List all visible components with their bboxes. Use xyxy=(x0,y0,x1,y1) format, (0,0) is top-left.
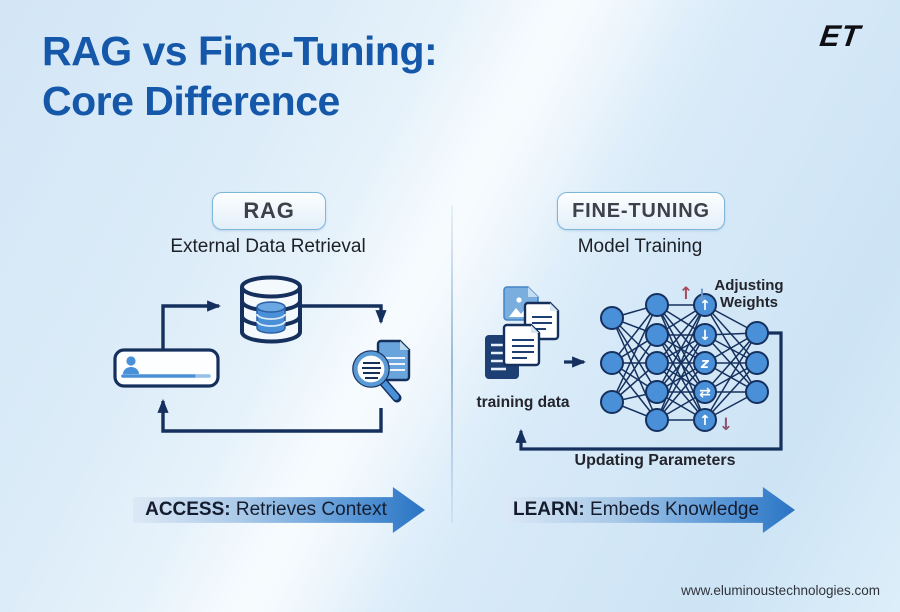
page-title-line1: RAG vs Fine-Tuning: xyxy=(42,28,438,74)
training-data-label: training data xyxy=(476,394,570,411)
search-document-icon xyxy=(352,339,411,403)
neural-network-edges xyxy=(611,304,758,421)
rag-subtitle: External Data Retrieval xyxy=(170,236,366,257)
inner-database-icon xyxy=(256,301,286,334)
learn-banner-text: Embeds Knowledge xyxy=(584,499,760,520)
magnifier-icon xyxy=(352,350,402,403)
network-node xyxy=(693,351,717,375)
user-icon xyxy=(123,356,139,374)
network-node xyxy=(600,306,624,330)
weight-up-arrow-icon: ↑ xyxy=(679,284,693,304)
website-url: www.eluminoustechnologies.com xyxy=(681,583,880,598)
fine-tuning-diagram: ↑ ↓ z ⇄ ↑ ↑ ↓ ↓ xyxy=(485,284,783,451)
network-node xyxy=(693,323,717,347)
page-title: RAG vs Fine-Tuning: Core Difference xyxy=(42,26,438,126)
network-node xyxy=(600,390,624,414)
company-logo: ET xyxy=(817,20,863,53)
weight-down-arrow-icon: ↓ xyxy=(695,286,709,306)
up-arrow-icon: ↑ xyxy=(699,298,711,314)
updating-parameters-label: Updating Parameters xyxy=(574,452,736,469)
rag-flow-arrows xyxy=(157,300,387,433)
page-title-line2: Core Difference xyxy=(42,78,340,125)
network-node xyxy=(645,293,669,317)
network-node xyxy=(600,351,624,375)
access-banner: ACCESS: Retrieves Context xyxy=(133,487,425,533)
access-banner-keyword: ACCESS: xyxy=(145,499,231,520)
network-node xyxy=(693,408,717,432)
network-node xyxy=(745,321,769,345)
network-node xyxy=(645,380,669,404)
database-icon xyxy=(240,275,302,344)
fine-tuning-badge: FINE-TUNING xyxy=(557,192,725,230)
learn-banner-keyword: LEARN: xyxy=(512,499,585,520)
neural-network-nodes xyxy=(600,293,769,432)
fine-tuning-subtitle: Model Training xyxy=(577,236,703,257)
rag-badge: RAG xyxy=(212,192,326,230)
user-input-box xyxy=(113,348,220,388)
network-node xyxy=(693,380,717,404)
z-weight-icon: z xyxy=(700,356,710,372)
adjusting-weights-label: Adjusting Weights xyxy=(714,277,784,312)
bottom-down-arrow-icon: ↓ xyxy=(719,415,733,435)
up-arrow-icon: ↑ xyxy=(699,413,711,429)
weight-node-glyphs: ↑ ↓ z ⇄ ↑ xyxy=(699,298,711,429)
white-document-icon-front xyxy=(502,323,541,367)
network-node xyxy=(645,351,669,375)
document-stack-icon xyxy=(485,286,560,379)
access-banner-text: Retrieves Context xyxy=(230,499,387,520)
swap-arrow-icon: ⇄ xyxy=(699,385,711,401)
network-node xyxy=(645,323,669,347)
network-node xyxy=(693,293,717,317)
network-node xyxy=(745,351,769,375)
network-node xyxy=(745,380,769,404)
network-node xyxy=(645,408,669,432)
learn-banner: LEARN: Embeds Knowledge xyxy=(503,487,795,533)
down-arrow-icon: ↓ xyxy=(699,328,711,344)
panel-divider xyxy=(451,205,453,523)
feedback-loop-arrow xyxy=(515,331,783,451)
rag-diagram xyxy=(113,275,411,433)
